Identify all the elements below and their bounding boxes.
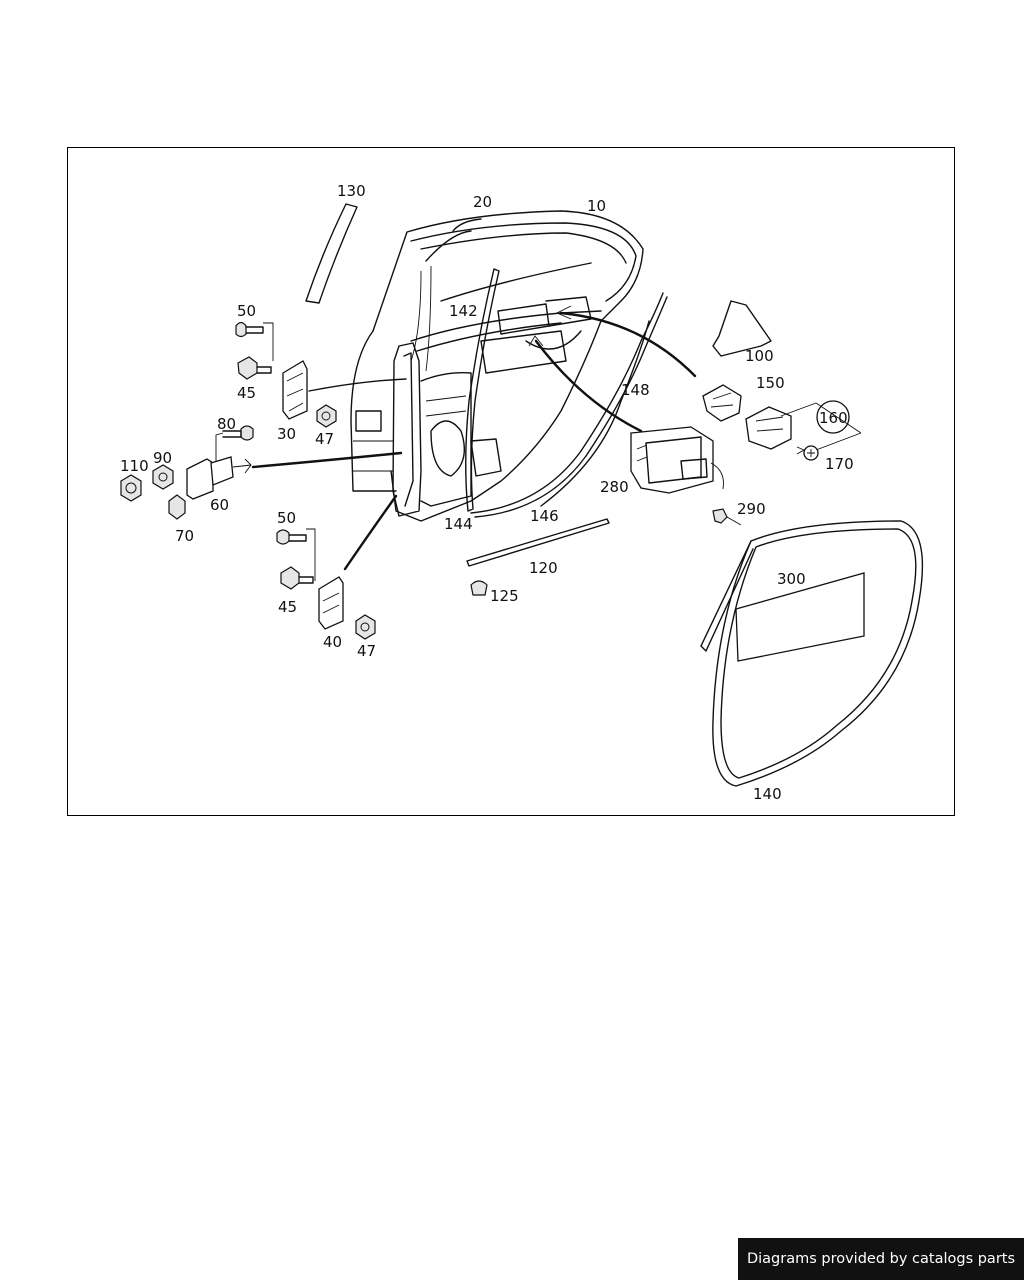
label-47-upper: 47 [315,430,334,448]
part-142-seal [465,268,500,512]
label-120: 120 [529,559,558,577]
part-146-seal [470,292,664,514]
part-45-bolt-lower [280,566,314,590]
label-47-lower: 47 [357,642,376,660]
part-47-nut-upper [316,404,337,428]
label-140: 140 [753,785,782,803]
part-50-bolt-lower [276,528,316,581]
label-290: 290 [737,500,766,518]
label-150: 150 [756,374,785,392]
part-30-upper-hinge [282,360,308,420]
part-170-screw [796,445,819,461]
watermark-banner: Diagrams provided by catalogs parts [738,1238,1024,1280]
label-90: 90 [153,449,172,467]
label-50-lower: 50 [277,509,296,527]
part-290-clip [712,508,728,524]
label-300: 300 [777,570,806,588]
label-60: 60 [210,496,229,514]
label-125: 125 [490,587,519,605]
part-148-seal [540,320,650,507]
label-45-lower: 45 [278,598,297,616]
part-80-bolt [215,425,254,461]
part-40-lower-hinge [318,576,344,630]
rear-door-exploded-diagram: 130 20 10 50 142 100 45 148 150 160 80 3… [120,182,924,803]
part-120-strip [466,518,610,567]
part-300-sheet [735,572,865,662]
label-40: 40 [323,633,342,651]
label-170: 170 [825,455,854,473]
label-50-upper: 50 [237,302,256,320]
part-140-door-seal [700,520,924,787]
label-30: 30 [277,425,296,443]
label-110: 110 [120,457,149,475]
part-100-cover [712,300,772,357]
part-130-trim-strip [305,203,358,304]
label-146: 146 [530,507,559,525]
label-70: 70 [175,527,194,545]
label-160: 160 [819,409,848,427]
part-160-bracket [745,406,792,450]
label-130: 130 [337,182,366,200]
label-280: 280 [600,478,629,496]
label-80: 80 [217,415,236,433]
part-150-clip [702,384,742,422]
part-60-check-strap [186,456,252,500]
label-148: 148 [621,381,650,399]
part-45-bolt-upper [237,356,272,380]
part-110-nut [120,474,142,502]
part-125-clip [470,580,488,596]
label-20: 20 [473,193,492,211]
label-10: 10 [587,197,606,215]
part-47-nut-lower [355,614,376,640]
door-shell [350,210,644,522]
part-280-control-unit [630,426,724,494]
label-45-upper: 45 [237,384,256,402]
label-100: 100 [745,347,774,365]
part-90-nut [152,464,174,490]
label-142: 142 [449,302,478,320]
part-50-bolt-upper [235,321,274,361]
parts-diagram-frame: 130 20 10 50 142 100 45 148 150 160 80 3… [67,147,955,816]
label-144: 144 [444,515,473,533]
part-70-nut [168,494,186,520]
